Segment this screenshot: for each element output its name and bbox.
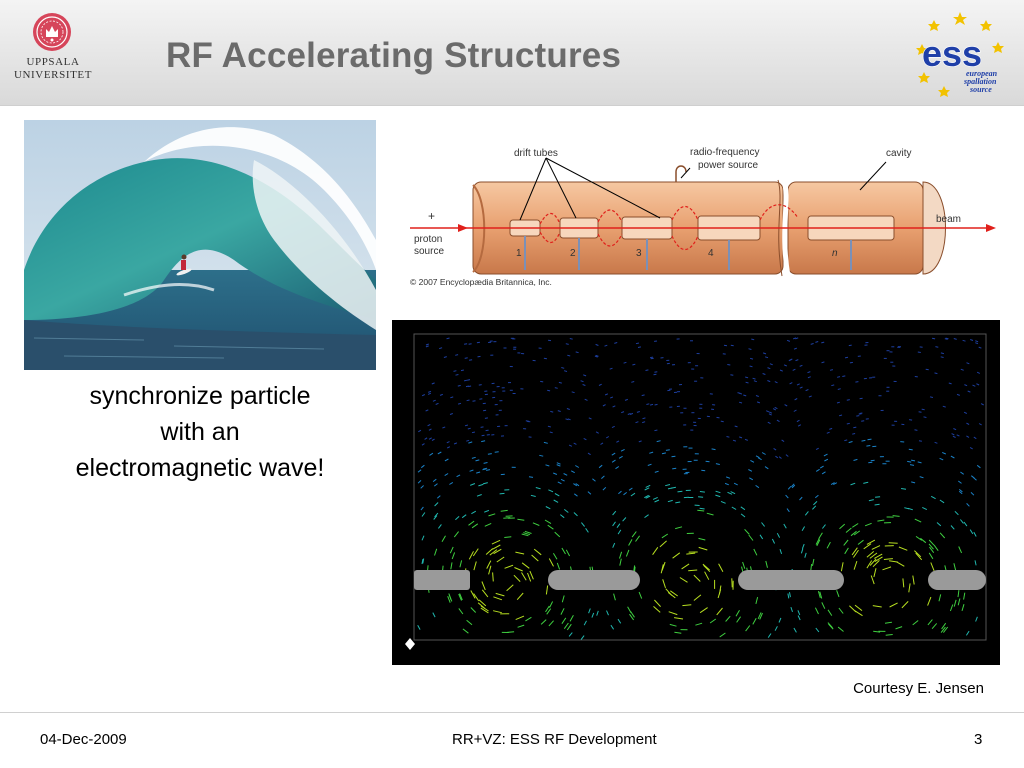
uppsala-university-logo: UPPSALA UNIVERSITET bbox=[12, 12, 94, 92]
star-ring-icon bbox=[916, 12, 1004, 97]
footer-divider bbox=[0, 712, 1024, 713]
label-drift-tubes: drift tubes bbox=[514, 148, 558, 159]
ess-tagline-line: european bbox=[966, 69, 998, 78]
drift-tube-shapes bbox=[414, 570, 986, 590]
tube-number: 1 bbox=[516, 248, 522, 259]
ess-mark: ess bbox=[922, 33, 982, 74]
caption-line: with an bbox=[160, 418, 240, 446]
tube-number: 4 bbox=[708, 248, 714, 259]
field-vector-arrows bbox=[417, 337, 984, 640]
copyright-text: © 2007 Encyclopædia Britannica, Inc. bbox=[410, 277, 552, 287]
drift-tube-linac-diagram: drift tubes radio-frequency power source… bbox=[410, 147, 996, 287]
footer-presentation-title: RR+VZ: ESS RF Development bbox=[452, 731, 657, 748]
slide-header: UPPSALA UNIVERSITET RF Accelerating Stru… bbox=[0, 0, 1024, 106]
caption-line: electromagnetic wave! bbox=[75, 454, 325, 482]
slide-caption: synchronize particle with an electromagn… bbox=[40, 378, 360, 486]
ess-logo: ess european spallation source bbox=[916, 12, 1004, 97]
label-rf-source: radio-frequency bbox=[690, 147, 759, 158]
origin-marker-icon bbox=[405, 638, 415, 650]
label-cavity: cavity bbox=[886, 148, 912, 159]
label-plus: + bbox=[428, 209, 435, 223]
courtesy-note: Courtesy E. Jensen bbox=[853, 680, 984, 697]
surfing-wave-photo bbox=[24, 120, 376, 370]
label-beam: beam bbox=[936, 214, 961, 225]
tube-number: 3 bbox=[636, 248, 642, 259]
label-source: source bbox=[414, 246, 444, 257]
ess-tagline-line: spallation bbox=[963, 77, 997, 86]
university-name-line: UPPSALA bbox=[26, 56, 80, 68]
footer-page-number: 3 bbox=[974, 731, 983, 748]
label-rf-source: power source bbox=[698, 160, 758, 171]
surfer-icon bbox=[176, 254, 192, 276]
footer-date: 04-Dec-2009 bbox=[40, 731, 127, 748]
ess-tagline-line: source bbox=[969, 85, 992, 94]
uppsala-seal-icon bbox=[33, 13, 71, 51]
tube-number: n bbox=[832, 248, 838, 259]
label-proton: proton bbox=[414, 234, 442, 245]
university-name-line: UNIVERSITET bbox=[13, 69, 93, 81]
university-name: UPPSALA UNIVERSITET bbox=[12, 56, 94, 82]
slide-title: RF Accelerating Structures bbox=[166, 36, 622, 75]
field-simulation-plot bbox=[392, 320, 1000, 665]
tube-number: 2 bbox=[570, 248, 576, 259]
caption-line: synchronize particle bbox=[89, 382, 311, 410]
